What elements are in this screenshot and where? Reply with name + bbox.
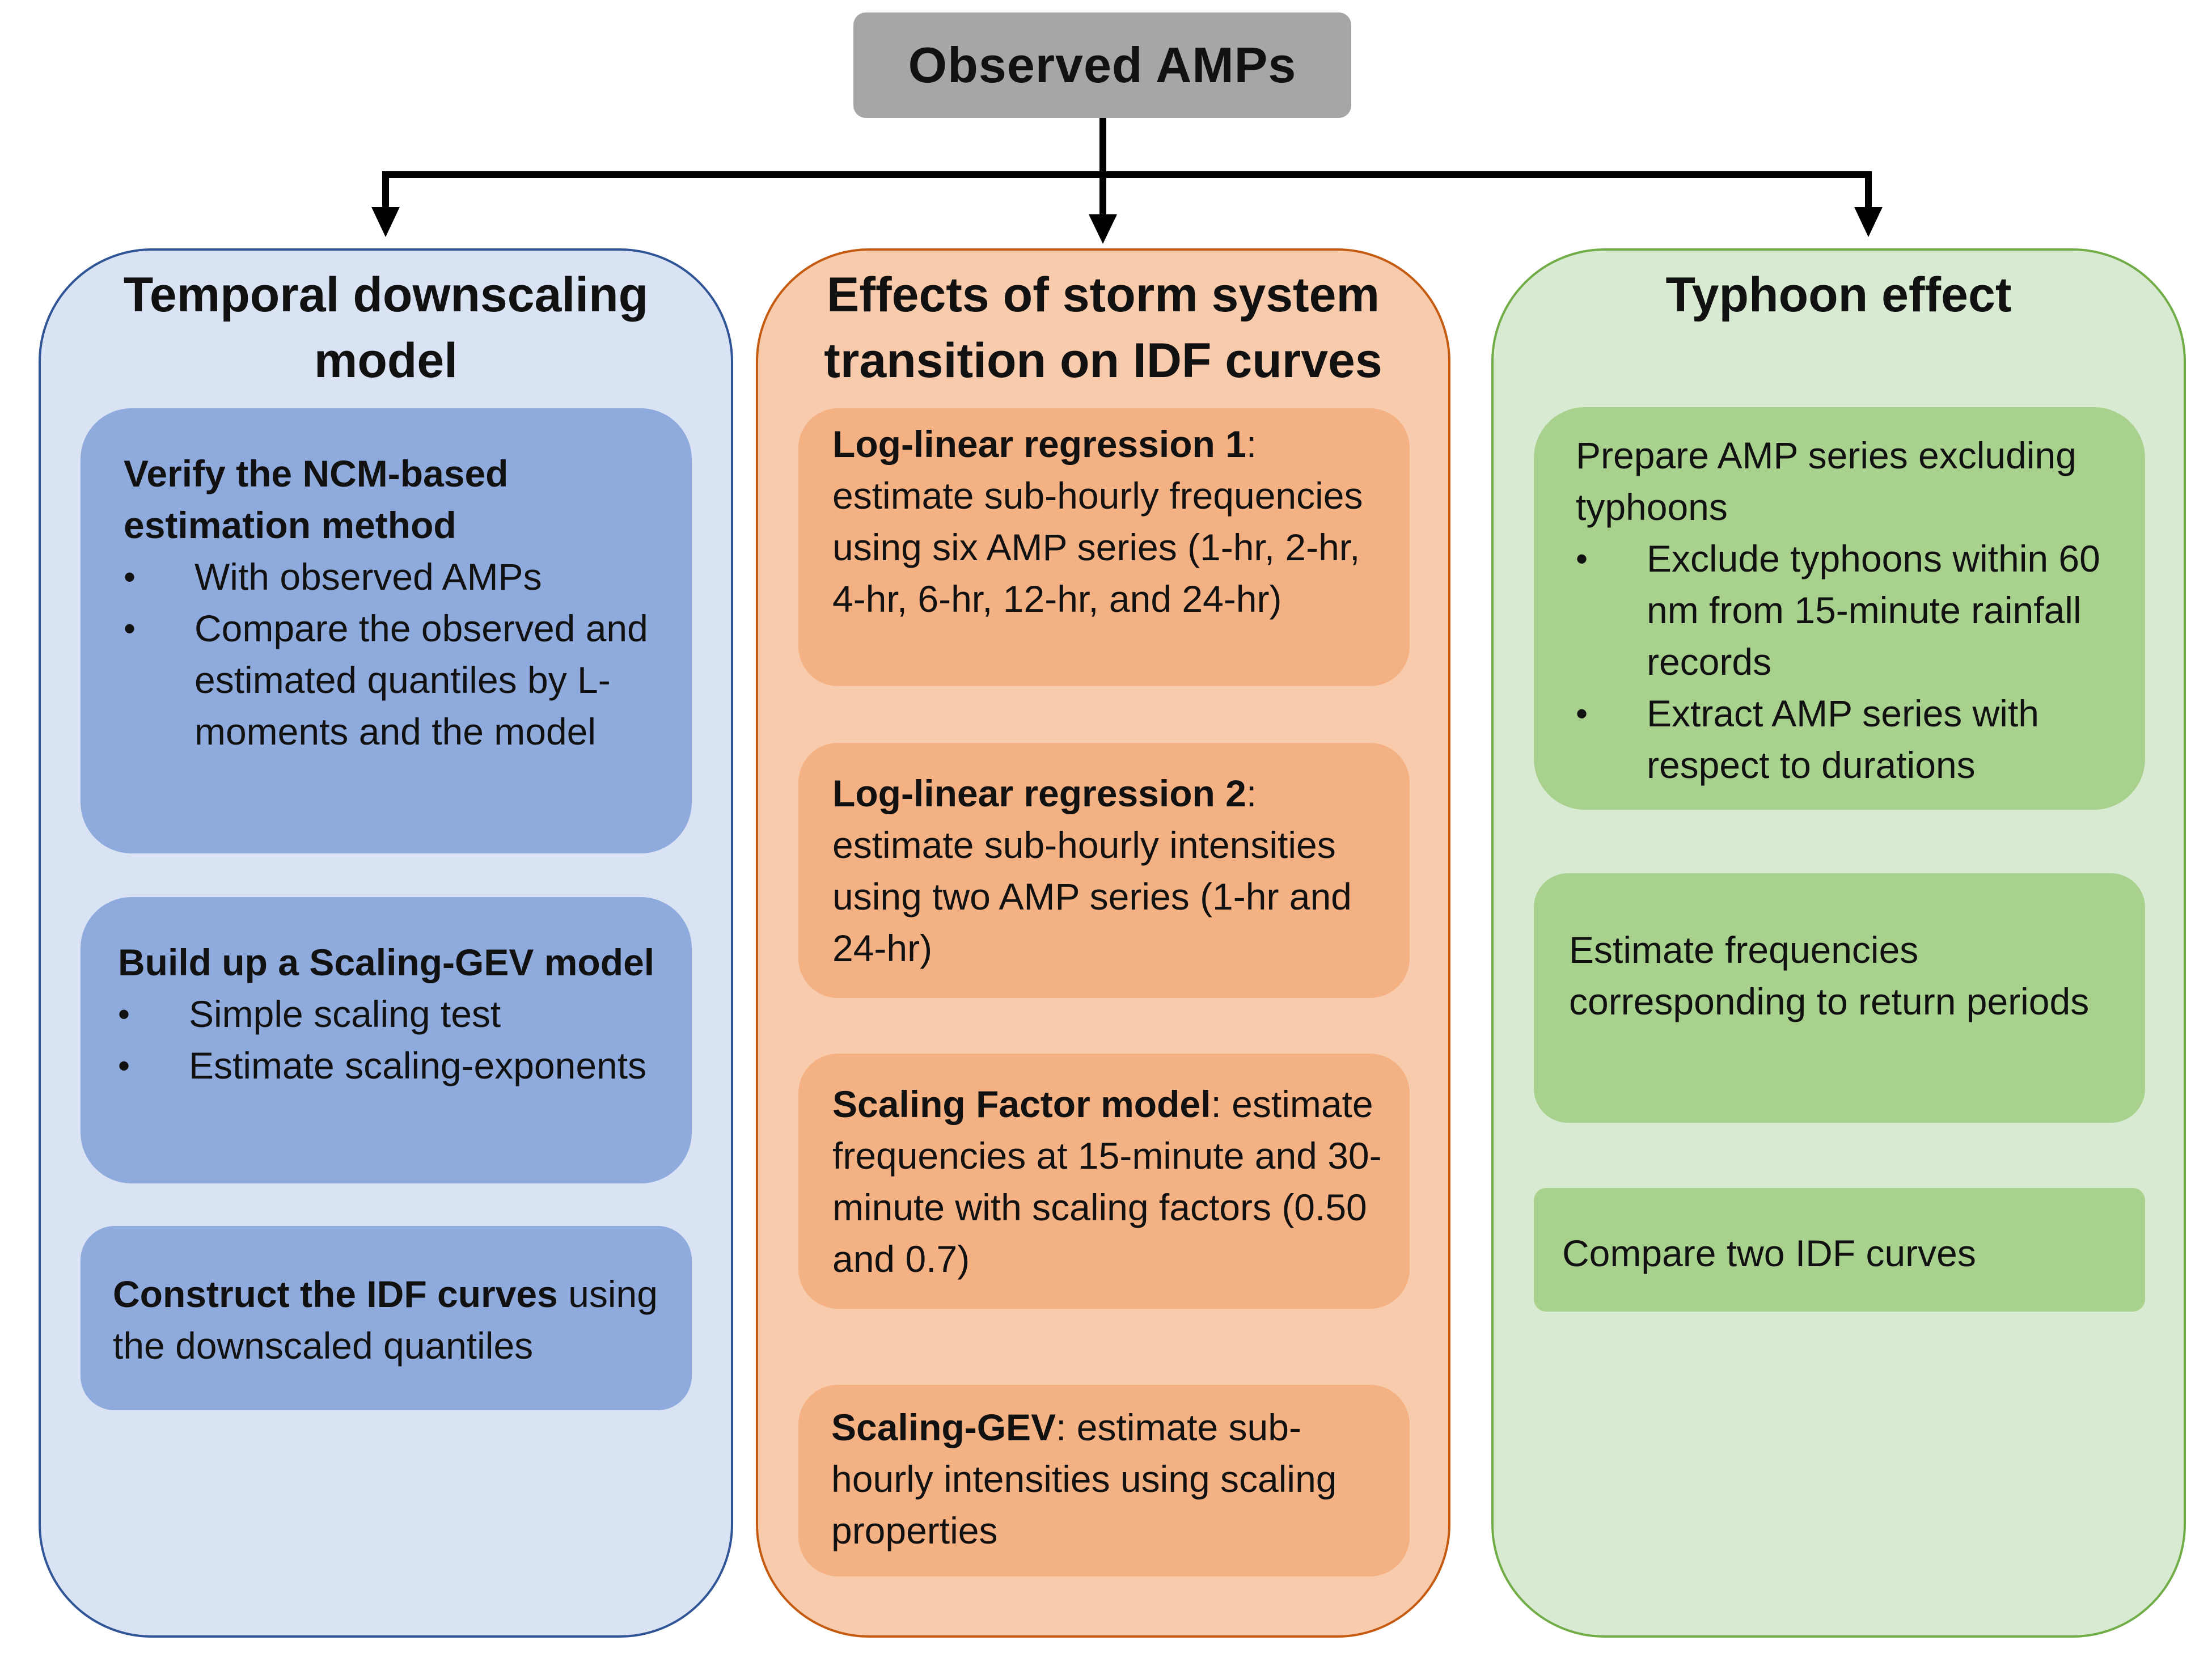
observed-amps-label: Observed AMPs [908,37,1297,93]
scaling-gev-text: : estimate sub-hourly intensities using … [831,1406,1337,1551]
arrowhead-storm [1089,214,1117,244]
arrowhead-typhoon [1854,207,1883,237]
storm-transition-title: Effects of storm system transition on ID… [824,268,1382,388]
scaling-factor-text: : estimate frequencies at 15-minute and … [832,1083,1382,1280]
verify-ncm-heading: Verify the NCM-based estimation method [124,453,509,546]
estimate-frequencies-text: Estimate frequencies corresponding to re… [1569,929,2090,1022]
scaling-factor-heading: Scaling Factor model [832,1083,1211,1125]
arrowhead-temporal [371,207,400,237]
log-linear-2-heading: Log-linear regression 2 [832,772,1246,814]
scaling-gev-heading: Scaling-GEV [831,1406,1056,1448]
bullet-item: Extract AMP series with respect to durat… [1576,688,2122,791]
log-linear-1-heading: Log-linear regression 1 [832,423,1246,465]
temporal-downscaling-title: Temporal downscaling model [123,268,649,388]
log-linear-2-card: Log-linear regression 2: estimate sub-ho… [798,743,1410,998]
observed-amps-box: Observed AMPs [853,12,1351,118]
scaling-gev-card: Scaling-GEV: estimate sub-hourly intensi… [798,1385,1410,1576]
connector-arrows [371,118,1883,244]
log-linear-1-text: : estimate sub-hourly frequencies using … [832,423,1363,620]
bullet-item: Estimate scaling-exponents [118,1040,658,1092]
bullet-item: Simple scaling test [118,988,658,1040]
scaling-gev-build-bullets: Simple scaling test Estimate scaling-exp… [118,988,658,1092]
bullet-item: With observed AMPs [124,551,658,603]
scaling-gev-build-card: Build up a Scaling-GEV model Simple scal… [81,897,692,1183]
prepare-amp-card: Prepare AMP series excluding typhoons Ex… [1534,407,2145,810]
verify-ncm-card: Verify the NCM-based estimation method W… [81,408,692,853]
scaling-gev-build-heading: Build up a Scaling-GEV model [118,941,655,983]
estimate-frequencies-card: Estimate frequencies corresponding to re… [1534,873,2145,1123]
construct-idf-heading: Construct the IDF curves [113,1273,558,1315]
scaling-factor-card: Scaling Factor model: estimate frequenci… [798,1054,1410,1309]
verify-ncm-bullets: With observed AMPs Compare the observed … [124,551,658,758]
typhoon-effect-title: Typhoon effect [1665,268,2012,322]
prepare-amp-text: Prepare AMP series excluding typhoons [1576,434,2076,528]
prepare-amp-bullets: Exclude typhoons within 60 nm from 15-mi… [1576,533,2122,791]
log-linear-1-card: Log-linear regression 1: estimate sub-ho… [798,408,1410,686]
log-linear-2-text: : estimate sub-hourly intensities using … [832,772,1352,969]
compare-idf-card: Compare two IDF curves [1534,1188,2145,1312]
construct-idf-card: Construct the IDF curves using the downs… [81,1226,692,1410]
compare-idf-text: Compare two IDF curves [1562,1232,1976,1274]
construct-idf-text: using the downscaled quantiles [113,1273,658,1367]
bullet-item: Compare the observed and estimated quant… [124,603,658,758]
bullet-item: Exclude typhoons within 60 nm from 15-mi… [1576,533,2122,688]
